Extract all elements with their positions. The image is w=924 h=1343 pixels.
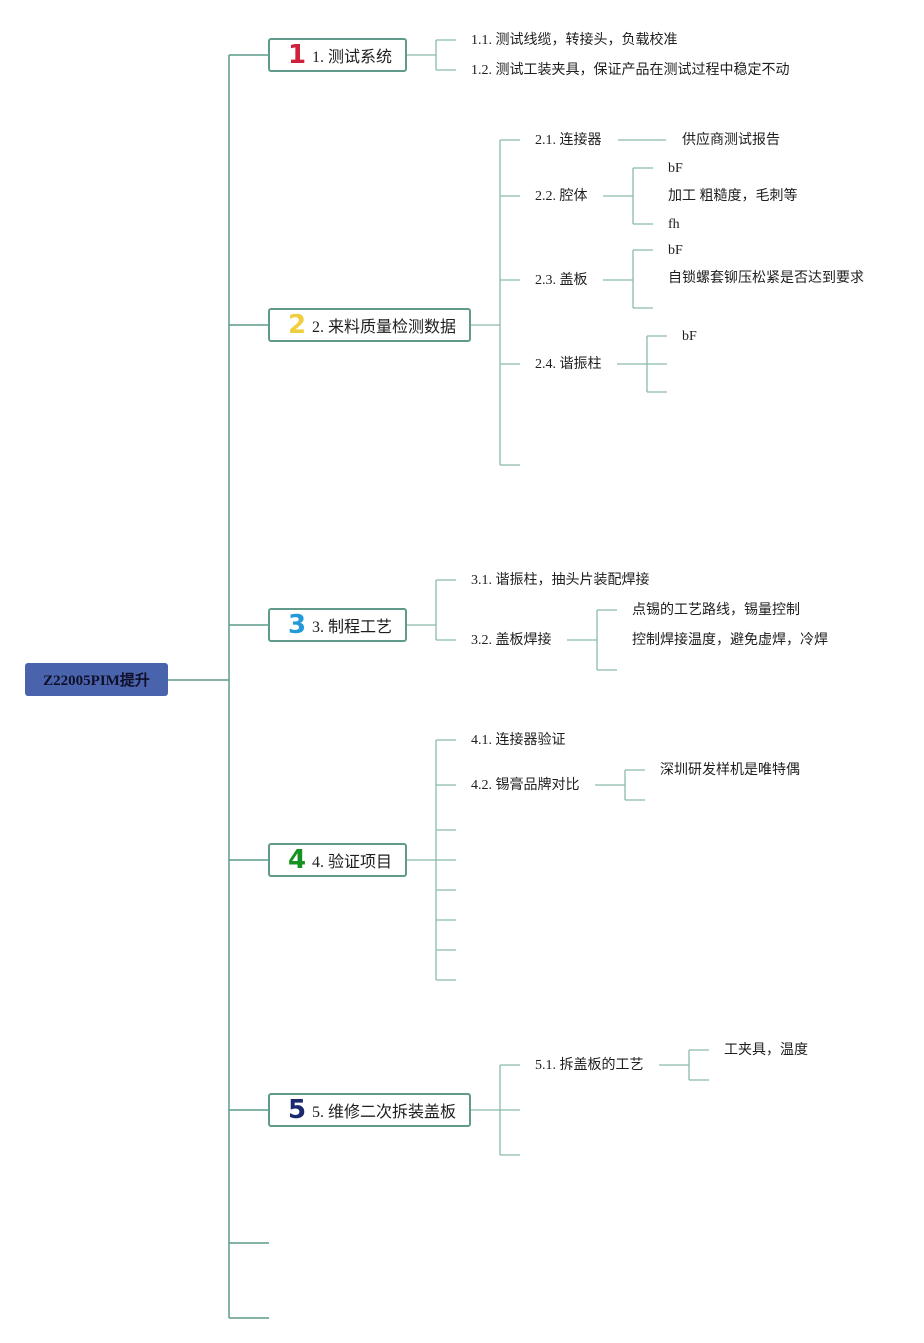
subtopic-3-2[interactable]: 3.2. 盖板焊接: [471, 633, 552, 648]
number-5-icon: 5: [287, 1095, 307, 1125]
subtopic-3-2-child-1[interactable]: 点锡的工艺路线，锡量控制: [632, 603, 800, 618]
subtopic-2-4-child-1[interactable]: bF: [682, 329, 697, 344]
subtopic-5-1-child-1[interactable]: 工夹具，温度: [724, 1043, 808, 1058]
topic-5[interactable]: 5 5. 维修二次拆装盖板: [268, 1093, 471, 1127]
topic-3-label: 3. 制程工艺: [312, 619, 393, 636]
topic-1-label: 1. 测试系统: [312, 49, 393, 66]
topic-4-label: 4. 验证项目: [312, 854, 393, 871]
subtopic-2-4[interactable]: 2.4. 谐振柱: [535, 357, 602, 372]
subtopic-2-2[interactable]: 2.2. 腔体: [535, 189, 588, 204]
subtopic-5-1[interactable]: 5.1. 拆盖板的工艺: [535, 1058, 644, 1073]
subtopic-2-1-child[interactable]: 供应商测试报告: [682, 133, 780, 148]
topic-4[interactable]: 4 4. 验证项目: [268, 843, 407, 877]
subtopic-2-2-child-2[interactable]: 加工 粗糙度，毛刺等: [668, 189, 798, 204]
number-3-icon: 3: [287, 610, 307, 640]
subtopic-2-2-child-1[interactable]: bF: [668, 161, 683, 176]
number-4-icon: 4: [287, 845, 307, 875]
root-node[interactable]: Z22005PIM提升: [25, 663, 168, 696]
subtopic-2-3[interactable]: 2.3. 盖板: [535, 273, 588, 288]
subtopic-4-2-child-1[interactable]: 深圳研发样机是唯特偶: [660, 763, 800, 778]
number-1-icon: 1: [287, 40, 307, 70]
subtopic-1-1[interactable]: 1.1. 测试线缆，转接头，负载校准: [471, 33, 678, 48]
subtopic-1-2[interactable]: 1.2. 测试工装夹具，保证产品在测试过程中稳定不动: [471, 63, 790, 78]
subtopic-4-1[interactable]: 4.1. 连接器验证: [471, 733, 566, 748]
number-2-icon: 2: [287, 310, 307, 340]
topic-2-label: 2. 来料质量检测数据: [312, 319, 457, 336]
subtopic-3-2-child-2[interactable]: 控制焊接温度，避免虚焊，冷焊: [632, 633, 828, 648]
topic-5-label: 5. 维修二次拆装盖板: [312, 1104, 457, 1121]
subtopic-2-2-child-3[interactable]: fh: [668, 217, 680, 232]
subtopic-2-3-child-1[interactable]: bF: [668, 243, 683, 258]
topic-1[interactable]: 1 1. 测试系统: [268, 38, 407, 72]
topic-3[interactable]: 3 3. 制程工艺: [268, 608, 407, 642]
subtopic-4-2[interactable]: 4.2. 锡膏品牌对比: [471, 778, 580, 793]
subtopic-2-1[interactable]: 2.1. 连接器: [535, 133, 602, 148]
subtopic-2-3-child-2[interactable]: 自锁螺套铆压松紧是否达到要求: [668, 271, 864, 286]
subtopic-3-1[interactable]: 3.1. 谐振柱，抽头片装配焊接: [471, 573, 650, 588]
topic-2[interactable]: 2 2. 来料质量检测数据: [268, 308, 471, 342]
